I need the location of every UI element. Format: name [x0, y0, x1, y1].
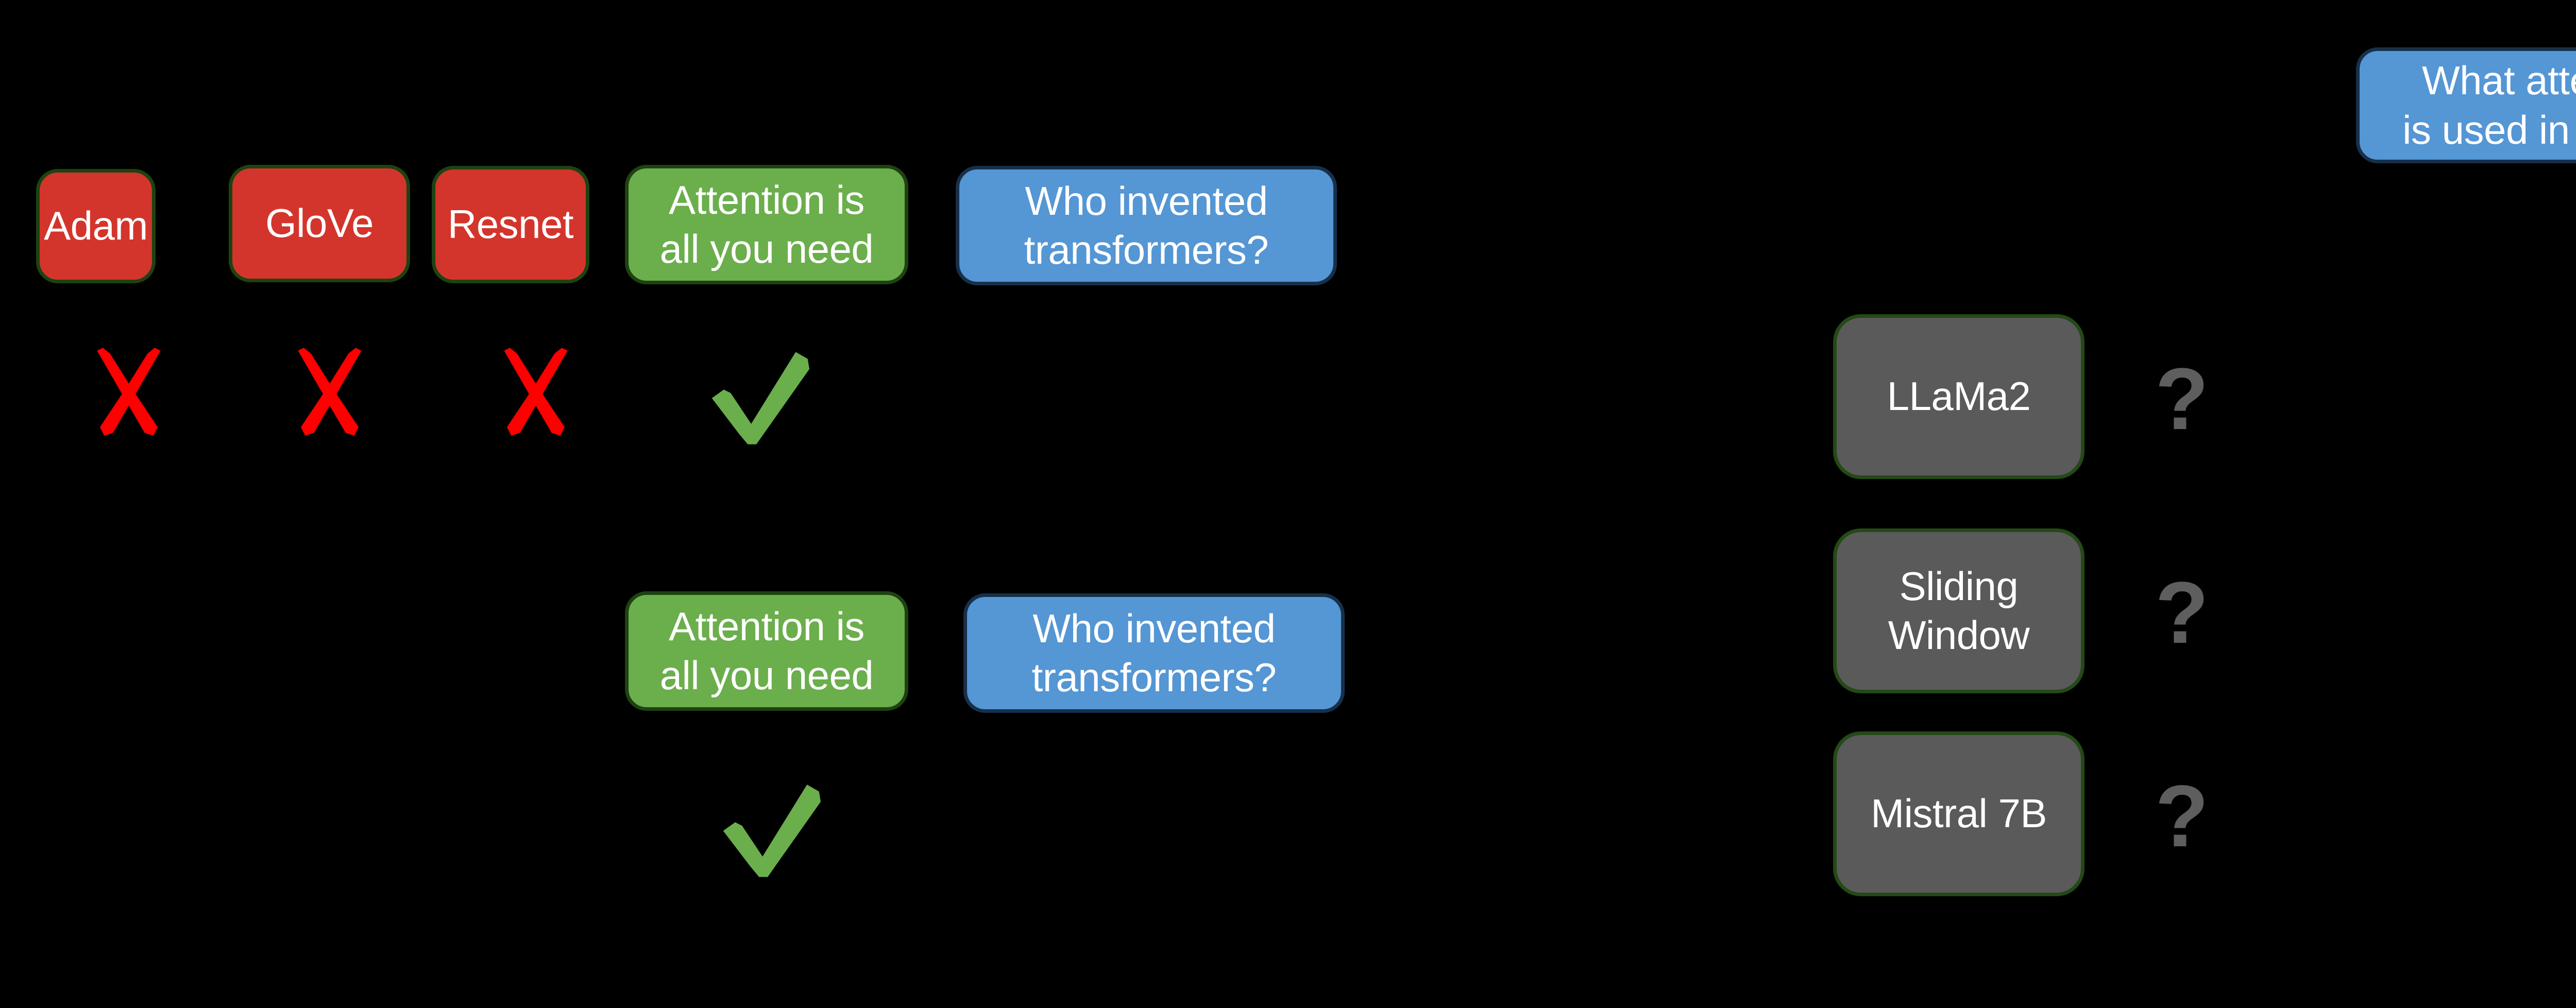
x-mark-glove: [294, 346, 366, 439]
x-mark-adam: [93, 346, 165, 439]
candidate-card-sliding-window[interactable]: Sliding Window: [1833, 528, 2084, 693]
card-attention-paper-row2[interactable]: Attention is all you need: [625, 591, 908, 711]
check-mark-attention-row2: [721, 783, 824, 879]
check-mark-attention-row1: [710, 350, 813, 446]
candidate-card-llama2[interactable]: LLaMa2: [1833, 314, 2084, 479]
card-attention-paper-row1[interactable]: Attention is all you need: [625, 165, 908, 284]
card-glove[interactable]: GloVe: [229, 165, 410, 282]
status-unknown-sliding-window: ?: [2155, 564, 2209, 662]
status-unknown-llama2: ?: [2155, 350, 2209, 448]
status-unknown-mistral-7b: ?: [2155, 767, 2209, 865]
card-question-transformers-row2[interactable]: Who invented transformers?: [963, 593, 1345, 713]
query-card-mistral-attention[interactable]: What attention is used in Mistral: [2356, 47, 2576, 163]
card-adam[interactable]: Adam: [36, 169, 156, 283]
candidate-card-mistral-7b[interactable]: Mistral 7B: [1833, 731, 2084, 896]
card-resnet[interactable]: Resnet: [432, 166, 589, 283]
card-question-transformers-row1[interactable]: Who invented transformers?: [956, 166, 1337, 285]
x-mark-resnet: [500, 346, 572, 439]
